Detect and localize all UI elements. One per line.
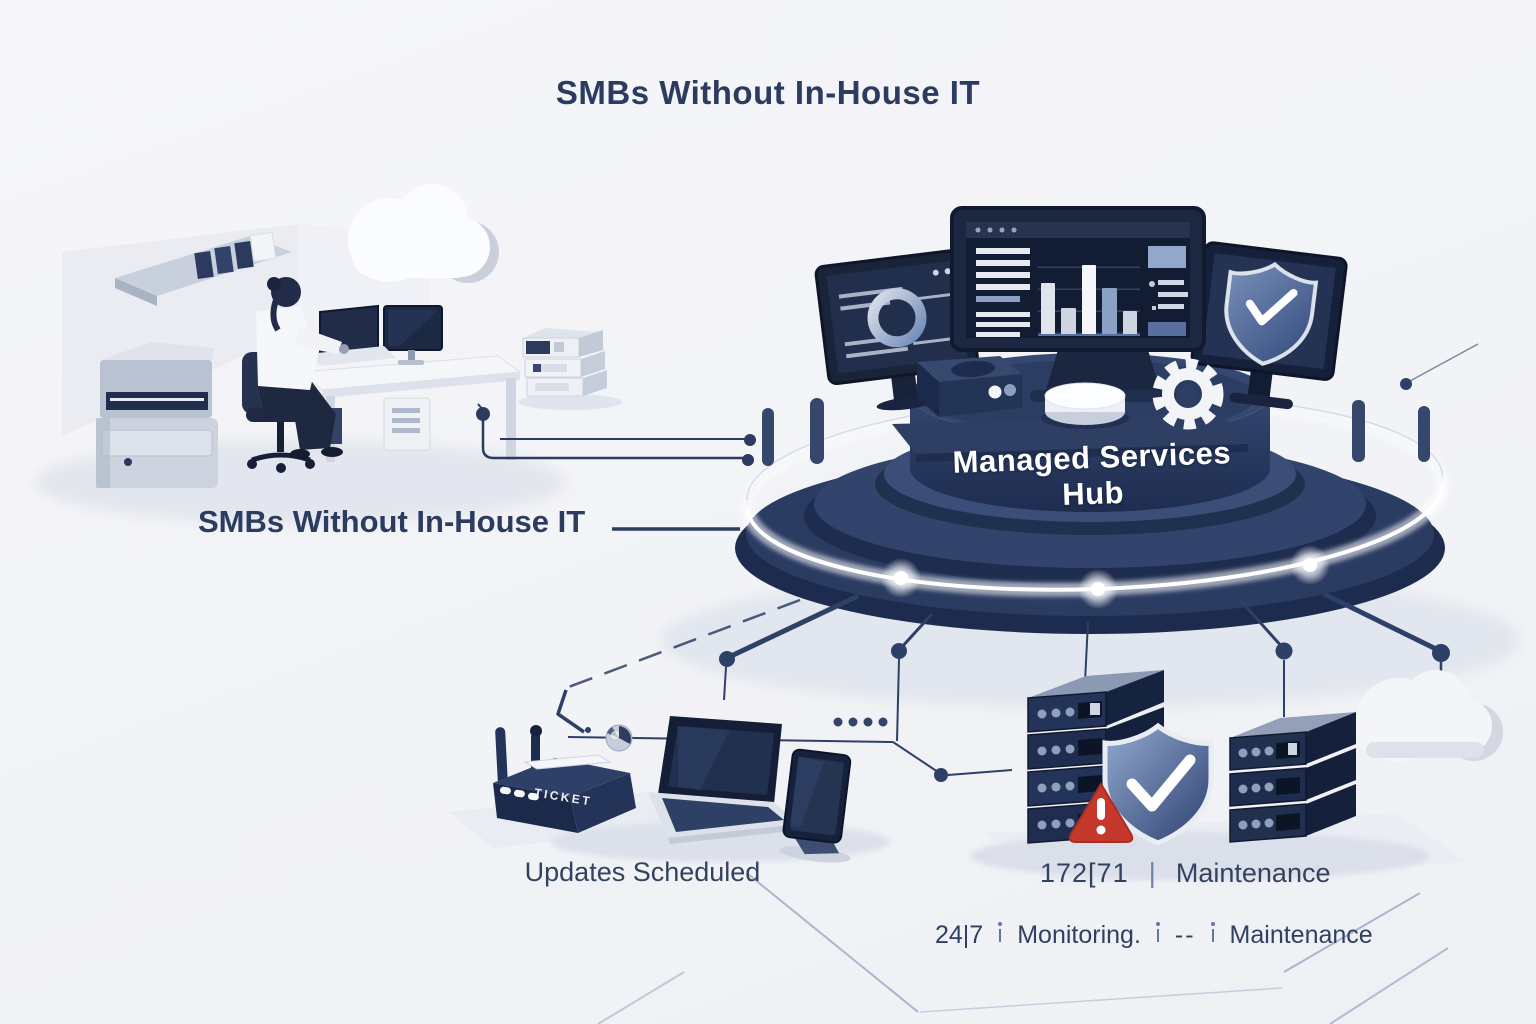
node-dot [476,407,490,421]
node-dot [719,651,735,667]
edge-devices-right [970,670,1503,886]
maintenance-counter-row: 172[71 | Maintenance [1040,857,1330,889]
dashed-spoke [565,598,801,690]
warning-icon [1068,782,1134,843]
legend-monitoring: Monitoring. [1017,921,1141,949]
cloud-icon-right [1356,670,1503,762]
node-dot [1400,378,1412,390]
ellipsis-dots [833,717,888,727]
node-dot [744,434,756,446]
shield-check-icon-large [1102,722,1214,846]
gear-outline-icon [867,288,927,348]
connector-left [476,403,756,531]
tablet-device [779,748,852,863]
check-icon [1245,288,1298,326]
node-dot [1275,642,1293,660]
dashboard-right-panel [1148,246,1188,336]
page-title: SMBs Without In-House IT [555,74,981,111]
dashboard-sidebar-lines [976,248,1030,337]
divider-bar: | [1148,857,1156,888]
legend-maintenance: Maintenance [1229,921,1373,949]
updates-caption: Updates Scheduled [524,857,761,887]
storage-stack [518,328,622,410]
chart-bar [1061,307,1076,334]
security-monitor [1190,241,1348,410]
hub-devices [892,356,1248,462]
server-rack-right [1229,712,1356,843]
smart-hub-puck [1041,382,1129,429]
device-tray [892,416,1248,454]
mini-pc [917,356,1022,417]
node-dot [891,643,907,659]
tick-mark-icon [1210,922,1215,942]
folder [249,232,277,262]
counter-value: 172[71 [1040,857,1129,888]
binder [214,246,234,274]
settings-monitor [814,248,980,411]
chart-bar [1102,288,1117,334]
antenna [495,727,508,786]
binder [194,251,214,279]
dashboard-bar-chart [1038,246,1140,336]
desk-monitor [383,305,443,365]
check-icon [1126,754,1196,812]
tick-mark-icon [1155,922,1160,942]
desk-cabinet [383,397,431,451]
office-caption: SMBs Without In-House IT [198,504,586,539]
router-led [513,789,525,798]
wall-shelf [115,232,292,306]
node-dot [934,768,948,782]
clock-icon [605,724,633,752]
laptop-device [648,716,802,844]
chart-bar [1041,282,1056,334]
glow-ring-front [740,482,1450,609]
hub-label: Managed Services Hub [952,435,1232,513]
legend-dashes: -- [1174,921,1196,949]
router-led [527,792,539,801]
hub-monitors [814,206,1348,411]
floor-lines [597,873,1449,1024]
legend-row: 24|7 Monitoring. -- Maintenance [935,921,1373,950]
router [493,725,636,833]
maintenance-caption: Maintenance [1175,857,1331,888]
router-led [499,786,511,795]
node-dot [742,454,754,466]
tick-mark-icon [998,922,1003,942]
legend-hours: 24|7 [935,921,984,949]
office-worker [256,277,349,459]
gear-icon [1152,358,1224,430]
chart-bar [1122,311,1138,334]
chart-bar [1081,265,1097,334]
hub-pillars [762,398,1430,466]
cloud-icon [348,184,499,283]
edge-devices-left [448,716,890,863]
binder [234,241,254,269]
office-scene [62,184,622,488]
node-dot [1432,644,1450,662]
printer [96,342,218,488]
